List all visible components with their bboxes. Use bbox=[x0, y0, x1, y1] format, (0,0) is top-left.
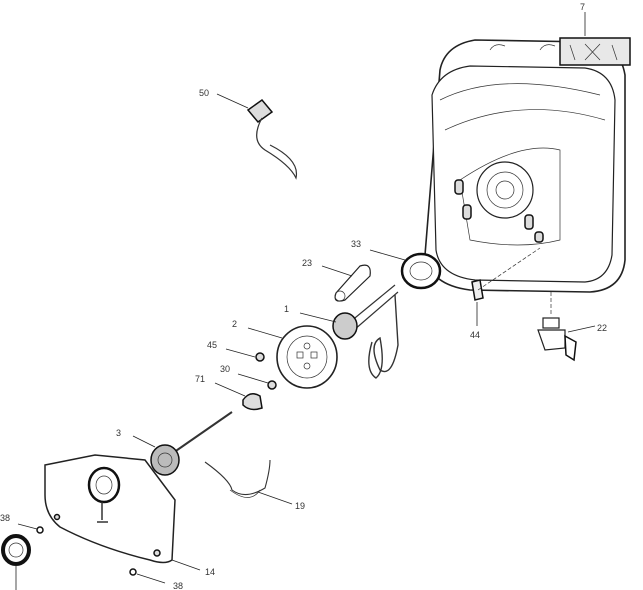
label-71: 71 bbox=[195, 374, 205, 384]
label-3: 3 bbox=[116, 428, 121, 438]
part-45-screw: 45 bbox=[207, 340, 265, 362]
label-2: 2 bbox=[232, 319, 237, 329]
part-2-flange: 2 bbox=[232, 319, 338, 389]
part-23-anode: 23 bbox=[302, 258, 371, 302]
label-38-bottom: 38 bbox=[173, 581, 183, 590]
part-1-heating-element: 1 bbox=[284, 284, 399, 379]
label-7: 7 bbox=[580, 2, 585, 12]
label-45: 45 bbox=[207, 340, 217, 350]
label-44: 44 bbox=[470, 330, 480, 340]
part-3-thermostat: 3 bbox=[116, 411, 233, 476]
part-38-screw-cap-bottom: 38 bbox=[129, 568, 183, 590]
label-50: 50 bbox=[199, 88, 209, 98]
part-14-front-cover: 14 bbox=[44, 454, 215, 577]
label-19: 19 bbox=[295, 501, 305, 511]
label-33: 33 bbox=[351, 239, 361, 249]
label-23: 23 bbox=[302, 258, 312, 268]
part-22-safety-valve: 22 bbox=[537, 292, 607, 362]
label-14: 14 bbox=[205, 567, 215, 577]
part-19-wiring: 19 bbox=[204, 459, 305, 511]
part-44-clip: 44 bbox=[470, 247, 541, 340]
label-22: 22 bbox=[597, 323, 607, 333]
part-30-screw: 30 bbox=[220, 364, 277, 390]
part-33-gasket: 33 bbox=[351, 239, 442, 290]
label-1: 1 bbox=[284, 304, 289, 314]
label-30: 30 bbox=[220, 364, 230, 374]
part-50-power-cord: 50 bbox=[199, 88, 298, 180]
thermostat-knob bbox=[1, 534, 31, 590]
label-38-left: 38 bbox=[0, 513, 10, 523]
part-71-connector: 71 bbox=[195, 374, 263, 411]
part-38-screw-cap-left: 38 bbox=[0, 513, 44, 534]
part-7-wall-bracket: 7 bbox=[559, 2, 631, 66]
water-heater-tank bbox=[424, 39, 626, 293]
